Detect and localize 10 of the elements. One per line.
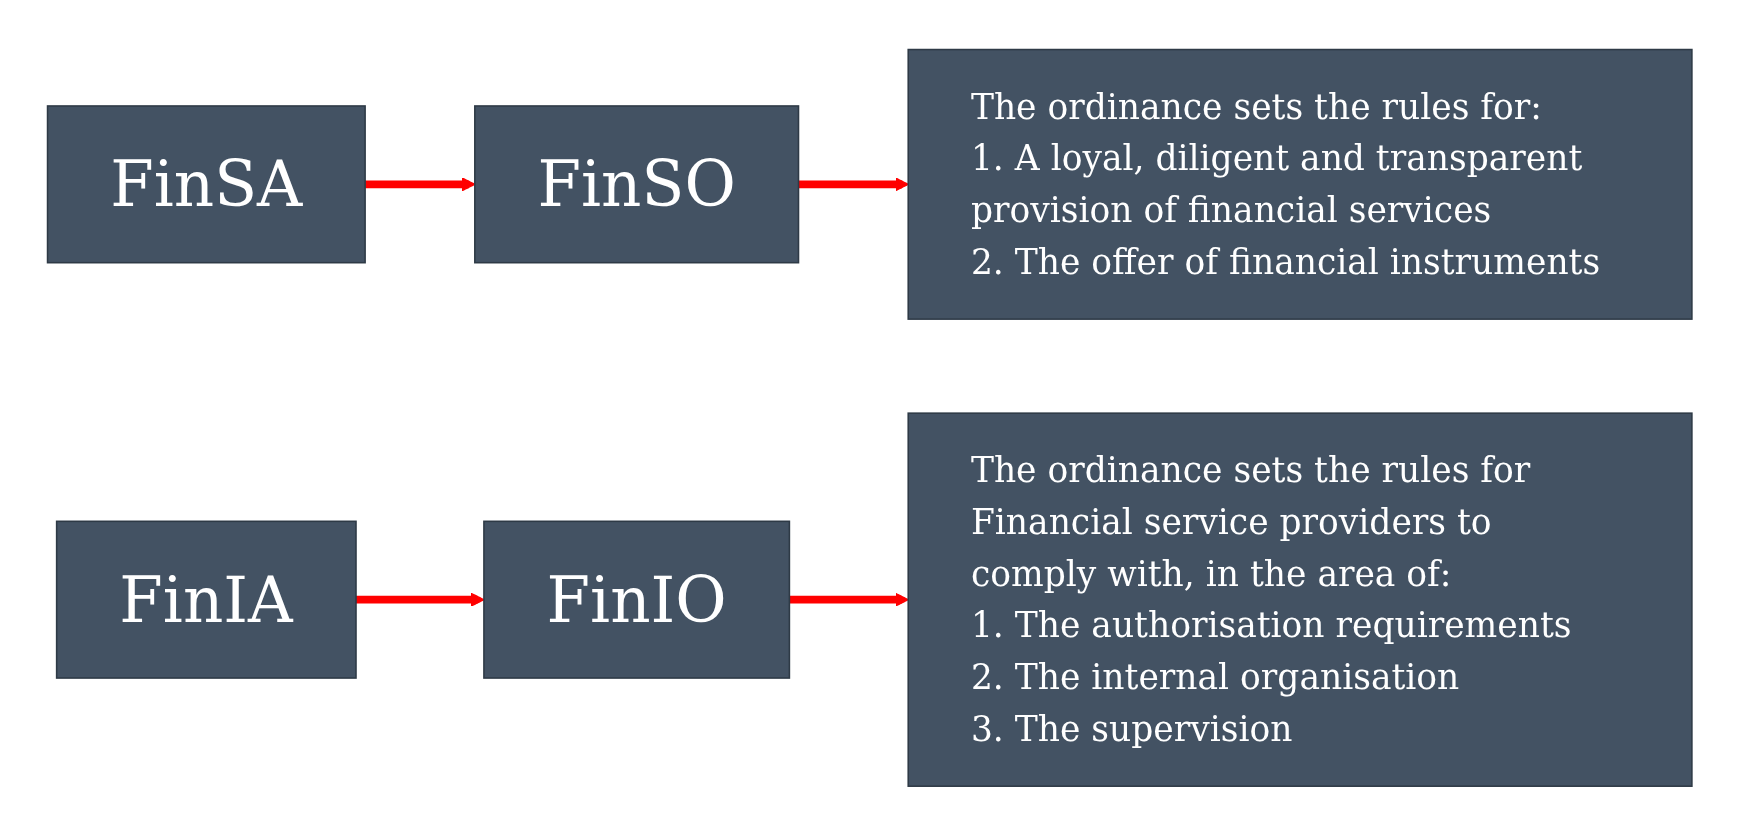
node-box: FinIO — [482, 520, 790, 679]
node-box: The ordinance sets the rules for: 1. A loyal, diligent and transparent provision of financial services 2. The offer of financial instruments — [907, 48, 1693, 320]
arrow — [789, 592, 909, 607]
node-box: The ordinance sets the rules for Financial service providers to comply with, in the area of: 1. The authorisation requirements 2. The internal organisation 3. The supervision — [907, 412, 1693, 787]
arrow — [798, 177, 909, 191]
node-box: FinIA — [55, 520, 357, 679]
node-box: FinSO — [473, 104, 800, 264]
arrow — [355, 592, 485, 607]
node-box: FinSA — [46, 104, 366, 264]
arrow — [364, 177, 476, 191]
